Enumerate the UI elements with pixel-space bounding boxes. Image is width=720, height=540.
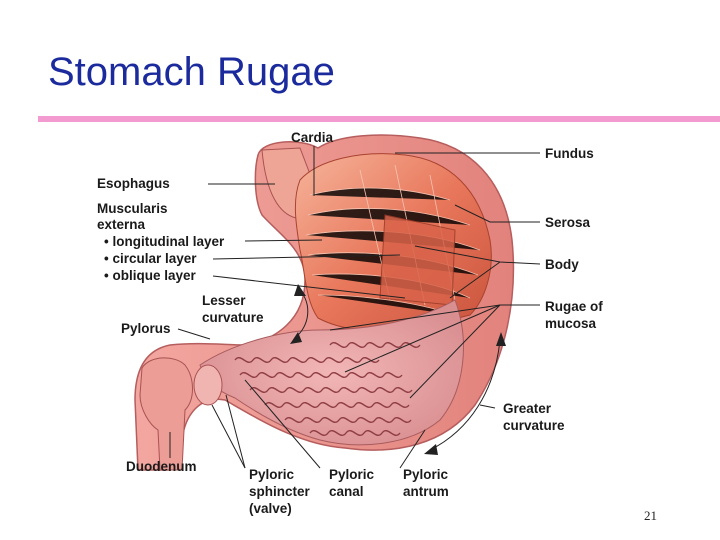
greater-arrowhead-top [496, 332, 506, 346]
slide-number: 21 [644, 508, 657, 523]
label-greater-curvature-line2: curvature [503, 418, 565, 433]
label-pyloric-sphincter-line1: Pyloric [249, 467, 295, 482]
pyloric-sphincter [193, 364, 223, 406]
label-lesser-curvature-line2: curvature [202, 310, 264, 325]
label-rugae-line1: Rugae of [545, 299, 603, 314]
duodenum-tube [139, 357, 193, 471]
label-esophagus: Esophagus [97, 176, 170, 191]
lesser-arrowhead-top [294, 284, 306, 296]
greater-arrowhead-bottom [424, 444, 438, 455]
leader-lines [169, 146, 541, 469]
peeled-muscle-flap [379, 214, 456, 306]
label-lesser-curvature-line1: Lesser [202, 293, 246, 308]
label-cardia: Cardia [291, 130, 334, 145]
label-pyloric-antrum-line1: Pyloric [403, 467, 449, 482]
label-rugae-line2: mucosa [545, 316, 597, 331]
label-serosa: Serosa [545, 215, 591, 230]
label-pyloric-sphincter-line3: (valve) [249, 501, 292, 516]
label-oblique-layer: • oblique layer [104, 268, 196, 283]
rugae-folds [234, 342, 421, 436]
label-body: Body [545, 257, 579, 272]
label-pyloric-canal-line1: Pyloric [329, 467, 375, 482]
label-fundus: Fundus [545, 146, 594, 161]
label-pylorus: Pylorus [121, 321, 171, 336]
slide-title: Stomach Rugae [48, 50, 335, 94]
label-muscularis-line1: Muscularis [97, 201, 168, 216]
label-pyloric-sphincter-line2: sphincter [249, 484, 311, 499]
lesser-arrowhead-bottom [290, 332, 302, 344]
label-circular-layer: • circular layer [104, 251, 197, 266]
label-longitudinal-layer: • longitudinal layer [104, 234, 225, 249]
label-duodenum: Duodenum [126, 459, 197, 474]
label-pyloric-antrum-line2: antrum [403, 484, 449, 499]
label-greater-curvature-line1: Greater [503, 401, 552, 416]
label-muscularis-line2: externa [97, 217, 146, 232]
label-pyloric-canal-line2: canal [329, 484, 364, 499]
greater-curvature-arrow [429, 339, 501, 451]
title-divider [38, 116, 720, 122]
mucosa-interior [199, 299, 464, 446]
